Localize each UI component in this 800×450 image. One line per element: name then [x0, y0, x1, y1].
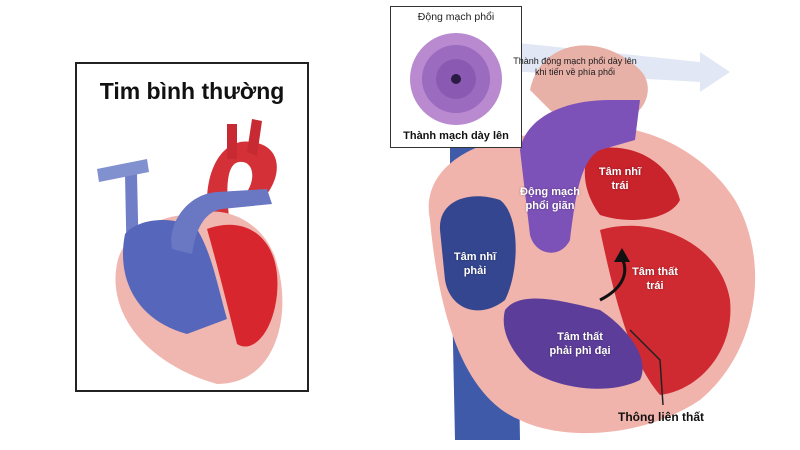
left-ventricle [600, 225, 731, 395]
right-chambers [122, 219, 227, 334]
label-left-ventricle-line2: trái [646, 280, 664, 292]
thickening-note: Thành động mạch phổi dày lên khi tiến về… [505, 56, 645, 78]
left-chambers [207, 224, 278, 347]
thickening-note-line2: khi tiến về phía phổi [534, 67, 616, 77]
label-pulmonary-artery-line2: phổi giãn [525, 200, 575, 212]
pulmonary-trunk [171, 189, 272, 254]
label-right-ventricle-line2: phải phì đại [549, 345, 611, 357]
right-atrium [439, 196, 516, 311]
label-left-atrium: Tâm nhĩ trái [595, 165, 645, 193]
artery-lumen [451, 74, 461, 84]
label-right-atrium-line1: Tâm nhĩ [453, 251, 497, 263]
label-pulmonary-artery: Động mạch phổi giãn [515, 185, 585, 213]
label-left-ventricle-line1: Tâm thất [632, 266, 678, 278]
pulmonary-artery-inset: Động mạch phổi Thành mạch dày lên [390, 6, 522, 148]
vsd-leader-line [629, 329, 664, 406]
inset-bottom-label: Thành mạch dày lên [403, 130, 509, 142]
label-pulmonary-artery-line1: Động mạch [520, 186, 580, 198]
label-right-ventricle-line1: Tâm thất [557, 331, 603, 343]
normal-heart-illustration [97, 119, 283, 384]
normal-heart-panel: Tim bình thường [75, 62, 309, 392]
label-right-atrium-line2: phải [463, 265, 487, 277]
normal-heart-title: Tim bình thường [99, 78, 285, 104]
artery-cross-section [410, 33, 502, 125]
label-left-atrium-line1: Tâm nhĩ [598, 166, 642, 178]
label-right-atrium: Tâm nhĩ phải [450, 250, 500, 278]
vein-branch [97, 159, 149, 182]
aortic-branches [227, 119, 262, 159]
thickening-note-line1: Thành động mạch phổi dày lên [513, 56, 637, 66]
label-left-atrium-line2: trái [611, 180, 629, 192]
label-left-ventricle: Tâm thất trái [625, 265, 685, 293]
right-ventricle [503, 298, 643, 389]
arrow-head [614, 248, 630, 262]
inset-top-label: Động mạch phổi [417, 11, 495, 23]
label-right-ventricle: Tâm thất phải phì đại [540, 330, 620, 358]
left-atrium [584, 147, 680, 220]
pulmonary-artery [520, 100, 640, 253]
label-vsd: Thông liên thất [618, 410, 704, 424]
shunt-arrow [599, 257, 627, 302]
